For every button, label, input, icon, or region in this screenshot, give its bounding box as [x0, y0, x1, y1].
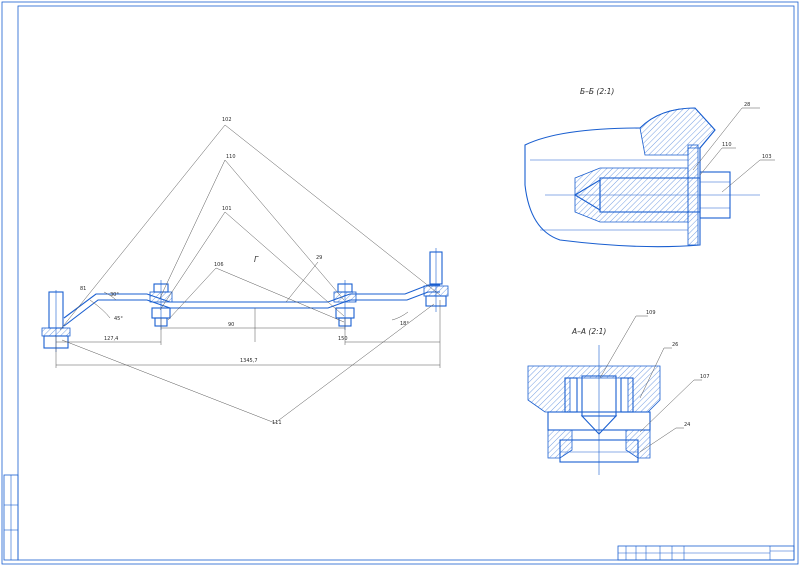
- callout-102: 102: [222, 117, 232, 123]
- callout-26: 26: [672, 342, 678, 348]
- dim-right: 150: [338, 336, 348, 342]
- dim-total: 1345,7: [240, 358, 258, 364]
- angle-1: 45°: [114, 316, 123, 322]
- callout-107: 107: [700, 374, 710, 380]
- angle-3: 18°: [400, 321, 409, 327]
- callout-110-b: 110: [722, 142, 732, 148]
- callout-101: 101: [222, 206, 232, 212]
- callout-28: 28: [744, 102, 750, 108]
- dim-mid: 90: [228, 322, 234, 328]
- section-a-view: [527, 315, 702, 475]
- callout-111: 111: [272, 420, 282, 426]
- title-block: [617, 545, 795, 561]
- callout-29: 29: [316, 255, 322, 261]
- view-g-label: Г: [254, 255, 259, 264]
- callout-106: 106: [214, 262, 224, 268]
- callout-109: 109: [646, 310, 656, 316]
- section-b-view: [524, 107, 775, 248]
- rod-assembly-view: [41, 124, 449, 424]
- callout-110: 110: [226, 154, 236, 160]
- callout-103: 103: [762, 154, 772, 160]
- callout-24: 24: [684, 422, 690, 428]
- angle-4: 81: [80, 286, 86, 292]
- section-b-title: Б–Б (2:1): [580, 87, 614, 96]
- angle-2: 30°: [110, 292, 119, 298]
- dim-left: 127,4: [104, 336, 118, 342]
- section-a-title: А–А (2:1): [571, 327, 606, 336]
